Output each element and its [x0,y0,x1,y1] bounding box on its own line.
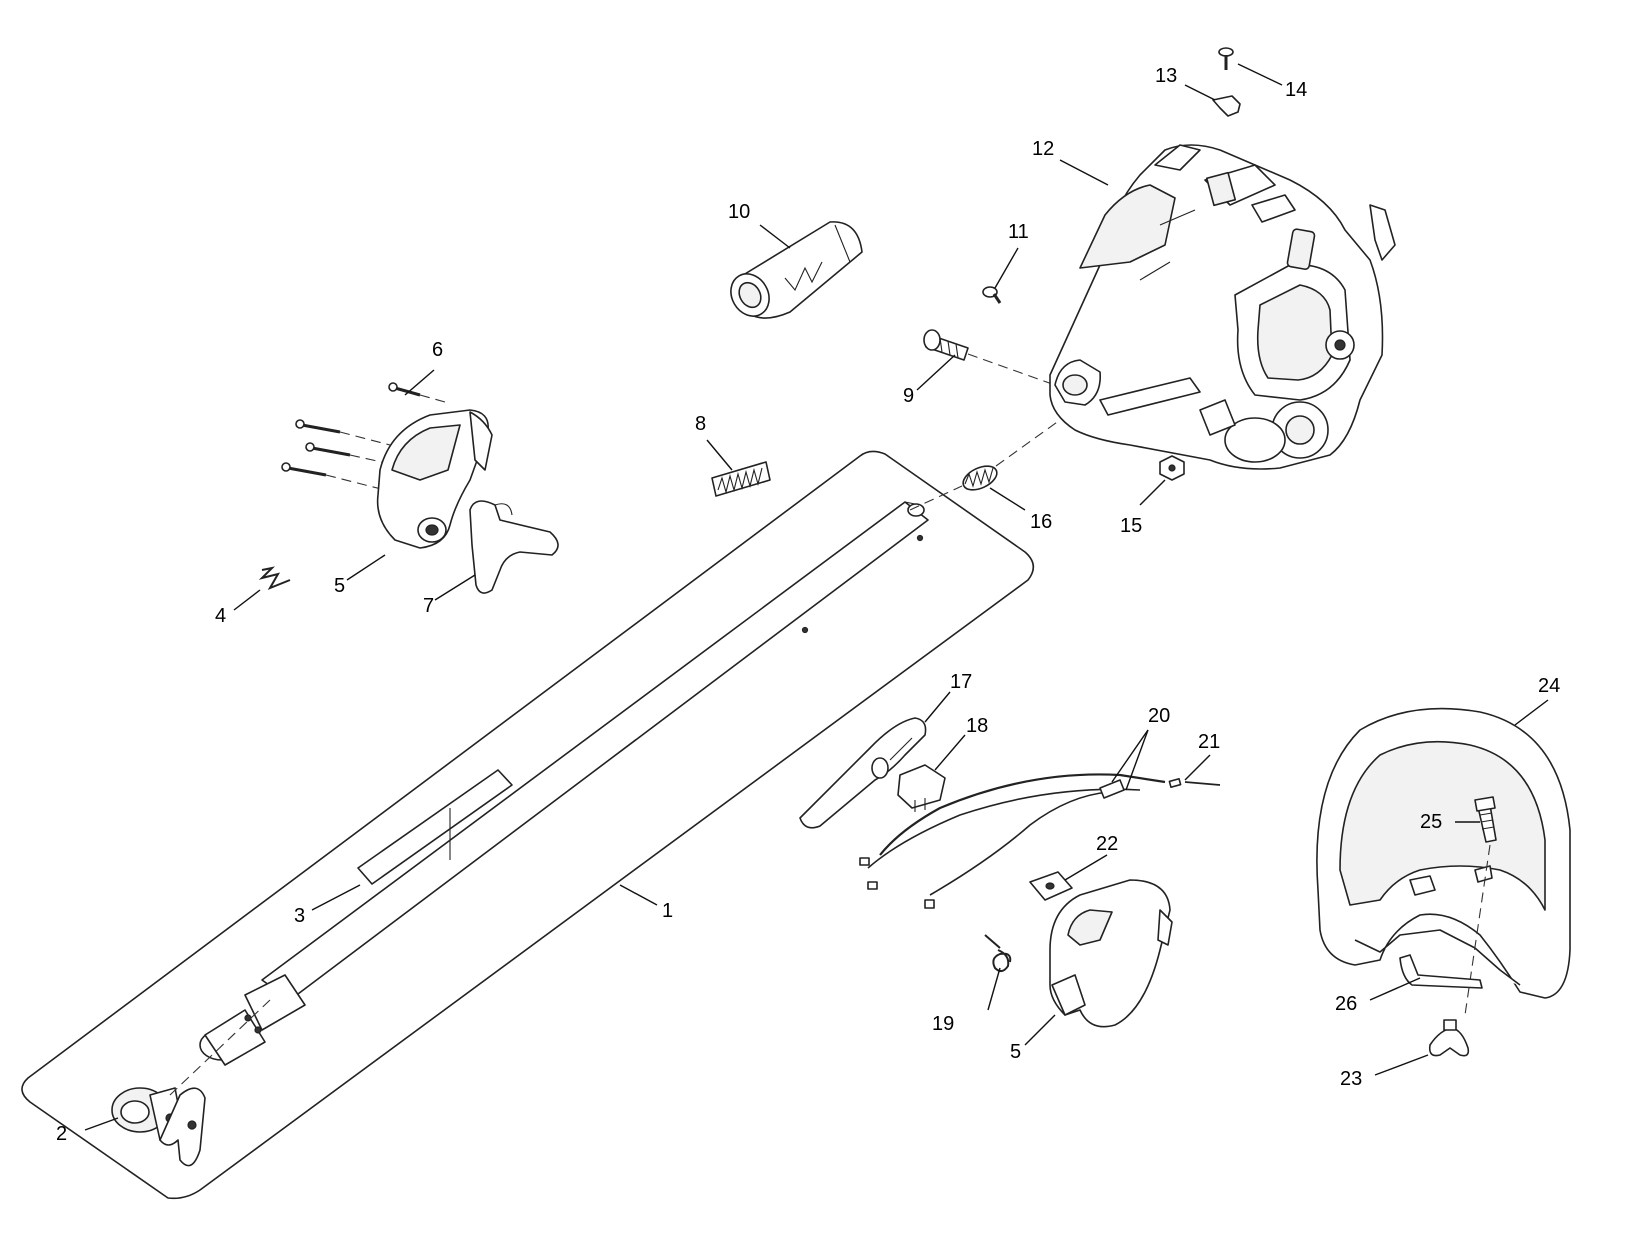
wing-nut [1428,1019,1470,1057]
handle-housing-right [1049,879,1173,1028]
callout-4: 4 [215,605,226,627]
spring-8 [711,461,771,497]
drive-shaft-tube [261,501,929,1001]
callout-10: 10 [728,201,750,223]
callout-14: 14 [1285,79,1307,101]
spring-16 [962,465,998,491]
callout-labels: 1 2 3 4 5 5 6 7 8 9 10 11 12 13 14 15 16… [56,65,1560,1145]
callout-13: 13 [1155,65,1177,87]
callout-16: 16 [1030,511,1052,533]
line-cutter-bracket [1399,954,1483,989]
callout-15: 15 [1120,515,1142,537]
washer-plate [1029,871,1073,901]
torsion-spring [984,934,1012,972]
stop-switch [897,764,946,812]
callout-7: 7 [423,595,434,617]
shaft-clamp [111,1087,206,1167]
spring-alignment-line [995,419,1061,467]
leader-lines [84,63,1549,1131]
shaft-coupler [199,974,306,1066]
handle-bolts [281,382,446,491]
callout-6: 6 [432,339,443,361]
callout-19: 19 [932,1013,954,1035]
callout-20: 20 [1148,705,1170,727]
callout-3: 3 [294,905,305,927]
guard-alignment-line [1464,844,1491,1016]
throttle-cables [859,773,1221,909]
wire-clip [258,566,291,590]
callout-23: 23 [1340,1068,1362,1090]
bolt-alignment-line [967,353,1056,386]
callout-1: 1 [662,900,673,922]
grip-sleeve [730,221,863,319]
screw-11 [982,286,1002,304]
callout-24: 24 [1538,675,1560,697]
callout-5-left: 5 [334,575,345,597]
trimmer-guard [1316,707,1571,999]
callout-26: 26 [1335,993,1357,1015]
callout-18: 18 [966,715,988,737]
hex-nut [1159,455,1185,481]
engine-assembly [1049,144,1396,470]
shaft-alignment-line [909,485,963,511]
clamp-alignment-line [169,999,271,1096]
callout-5-right: 5 [1010,1041,1021,1063]
callout-21: 21 [1198,731,1220,753]
engine-bolt [923,329,969,361]
screw-14 [1218,47,1234,70]
bracket-13 [1212,95,1241,117]
callout-2: 2 [56,1123,67,1145]
callout-17: 17 [950,671,972,693]
label-decal [357,769,513,885]
throttle-lever [799,717,927,829]
callout-11: 11 [1008,221,1029,243]
callout-25: 25 [1420,811,1442,833]
callout-12: 12 [1032,138,1054,160]
handle-housing-left [376,409,493,549]
throttle-trigger [469,500,559,594]
shaft-assembly-outline [21,450,1035,1200]
guard-bolt [1474,796,1497,843]
callout-8: 8 [695,413,706,435]
callout-22: 22 [1096,833,1118,855]
callout-9: 9 [903,385,914,407]
